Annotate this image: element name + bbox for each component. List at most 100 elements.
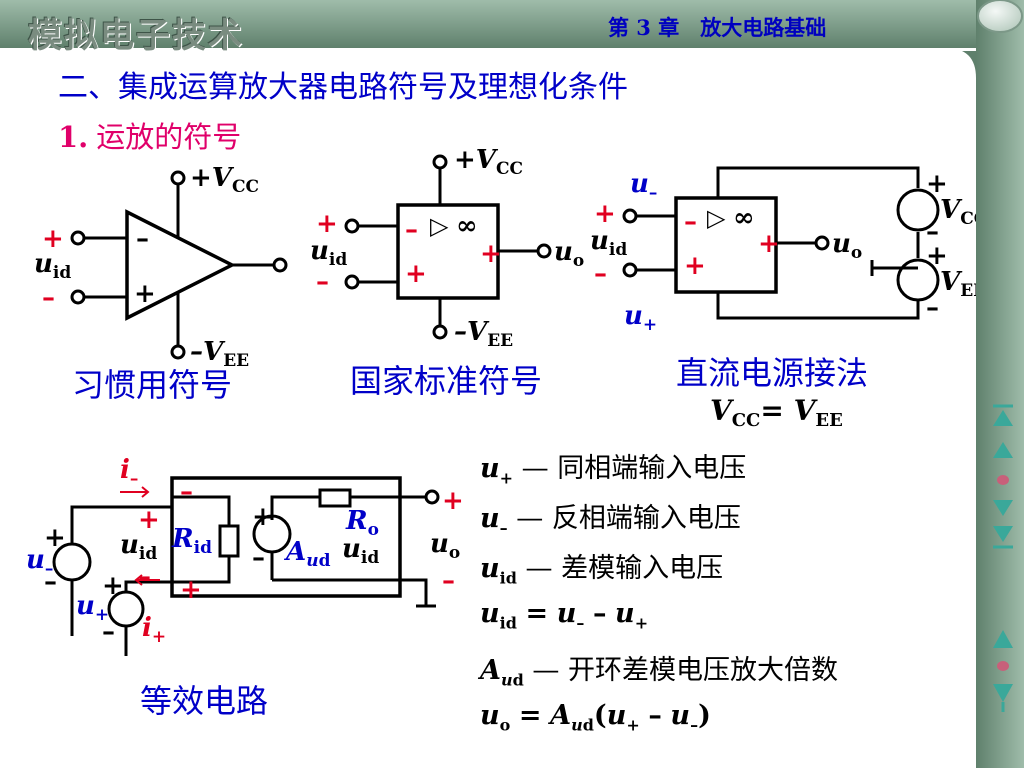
- svg-text:Rid: Rid: [171, 524, 212, 558]
- subsection-heading: 1.运放的符号: [58, 114, 241, 156]
- course-logo: 模拟电子技术: [28, 16, 244, 56]
- s-uid-sub: id: [329, 250, 347, 270]
- s-in-plus: +: [405, 259, 427, 289]
- s-out-plus: +: [480, 239, 502, 269]
- c-uid-u: u: [34, 249, 53, 279]
- e-um-plus: +: [44, 523, 66, 553]
- def-u-plus: u+ — 同相端输入电压: [480, 446, 746, 487]
- customary-opamp-symbol: [70, 170, 288, 360]
- s-vee-v: –V: [454, 317, 490, 347]
- c-uid-plus: +: [42, 224, 64, 254]
- f2-close: ): [698, 700, 711, 731]
- nav-dot-icon[interactable]: [997, 661, 1009, 671]
- vcc-eq-sub1: CC: [732, 410, 761, 431]
- svg-text:u–: u–: [26, 545, 53, 579]
- f2-sub3: –: [690, 715, 699, 735]
- nav-first-icon[interactable]: [993, 404, 1013, 426]
- s-vee-sub: EE: [487, 331, 513, 351]
- def-u-minus-u: u: [480, 503, 500, 534]
- e-um-u: u: [26, 545, 45, 575]
- def-a-ud: Aud — 开环差模电压放大倍数: [480, 648, 838, 689]
- f2-a: A: [550, 700, 572, 731]
- caption-customary: 习惯用符号: [72, 366, 233, 404]
- formula-u-id: uid = u– – u+: [480, 598, 648, 632]
- f2-u1: u: [480, 700, 500, 731]
- e-aud-uid-sub: id: [361, 548, 379, 568]
- e-uid-minus: –: [138, 562, 151, 592]
- def-u-minus: u– — 反相端输入电压: [480, 496, 741, 537]
- vcc-eq-v1: V: [710, 394, 735, 427]
- e-aud-sub-u: u: [306, 551, 318, 571]
- nav-upper-group: [993, 404, 1013, 549]
- svg-text:–VEE: –VEE: [454, 317, 513, 351]
- e-up-plus: +: [102, 571, 124, 601]
- e-box-plus: +: [180, 575, 202, 605]
- c-vcc-sub: CC: [232, 177, 259, 197]
- e-uid-plus: +: [138, 505, 160, 535]
- d-uid-sub: id: [609, 240, 627, 260]
- nav-up-icon[interactable]: [993, 630, 1013, 648]
- svg-text:uid: uid: [590, 226, 627, 260]
- d-vee-plus: +: [926, 241, 948, 271]
- f2-sub1: o: [499, 715, 511, 735]
- nav-prev-icon[interactable]: [993, 442, 1013, 458]
- e-aud-sub-d: d: [319, 551, 331, 571]
- svg-text:VEE: VEE: [940, 267, 976, 301]
- e-uo-plus: +: [442, 486, 464, 516]
- f1-sub3: +: [634, 613, 649, 633]
- svg-text:VCC= VEE: VCC= VEE: [710, 394, 843, 431]
- d-vcc-plus: +: [926, 169, 948, 199]
- d-vcc-v: V: [940, 195, 963, 225]
- f1-u1: u: [480, 598, 500, 629]
- s-uo-u: u: [554, 237, 573, 267]
- s-in-minus: –: [405, 215, 418, 245]
- nav-home-icon[interactable]: [997, 475, 1009, 485]
- d-uid-u: u: [590, 226, 609, 256]
- svg-text:Ro: Ro: [345, 506, 379, 540]
- s-uid-plus: +: [316, 209, 338, 239]
- c-uid-minus: –: [42, 283, 55, 313]
- d-uminus-u: u: [630, 169, 649, 199]
- nav-lower-group: [993, 630, 1013, 712]
- def-a-ud-sub-d: d: [512, 670, 524, 690]
- e-i-plus-i: i: [142, 613, 152, 643]
- e-uo-minus: –: [442, 566, 455, 596]
- def-u-minus-text: — 反相端输入电压: [516, 503, 741, 534]
- def-a-ud-text: — 开环差模电压放大倍数: [532, 655, 838, 686]
- e-ro-r: R: [345, 506, 368, 536]
- equivalent-circuit: [52, 476, 440, 656]
- e-aud-uid-u: u: [342, 534, 361, 564]
- subsection-number: 1.: [58, 120, 89, 154]
- d-uo-u: u: [832, 229, 851, 259]
- f1-sub2: –: [576, 613, 585, 633]
- vcc-eq-sub2: EE: [815, 410, 842, 431]
- d-uid-plus: +: [594, 199, 616, 229]
- e-i-plus-sub: +: [152, 627, 166, 647]
- s-uid-u: u: [310, 236, 329, 266]
- d-vee-sub: EE: [960, 281, 976, 301]
- nav-next-icon[interactable]: [993, 500, 1013, 516]
- f1-u3: u: [615, 598, 635, 629]
- d-uplus-u: u: [624, 301, 643, 331]
- d-uo-sub: o: [851, 243, 862, 263]
- f2-u2: u: [606, 700, 627, 731]
- e-src-plus: +: [252, 502, 274, 532]
- def-u-id-u: u: [480, 553, 500, 584]
- d-in-plus: +: [684, 251, 706, 281]
- c-in-plus: +: [134, 279, 156, 309]
- f2-a-sub-u: u: [571, 715, 583, 735]
- d-vee-v: V: [940, 267, 963, 297]
- subsection-title: 运放的符号: [96, 120, 242, 154]
- svg-text:uo: uo: [430, 529, 460, 563]
- def-u-minus-sub: –: [499, 518, 508, 538]
- f2-u3: u: [670, 700, 691, 731]
- d-vcc-sub: CC: [960, 209, 976, 229]
- s-uid-minus: –: [316, 267, 329, 297]
- nav-down-icon[interactable]: [993, 684, 1013, 712]
- diagrams: – + + – uid +VCC –VEE – + + ▷ ∞: [26, 145, 976, 656]
- s-triangle-icon: ▷: [430, 211, 449, 240]
- e-up-sub: +: [95, 605, 109, 625]
- dc-supply-diagram: [622, 166, 940, 320]
- f2-eq: =: [518, 700, 542, 731]
- nav-last-icon[interactable]: [993, 526, 1013, 549]
